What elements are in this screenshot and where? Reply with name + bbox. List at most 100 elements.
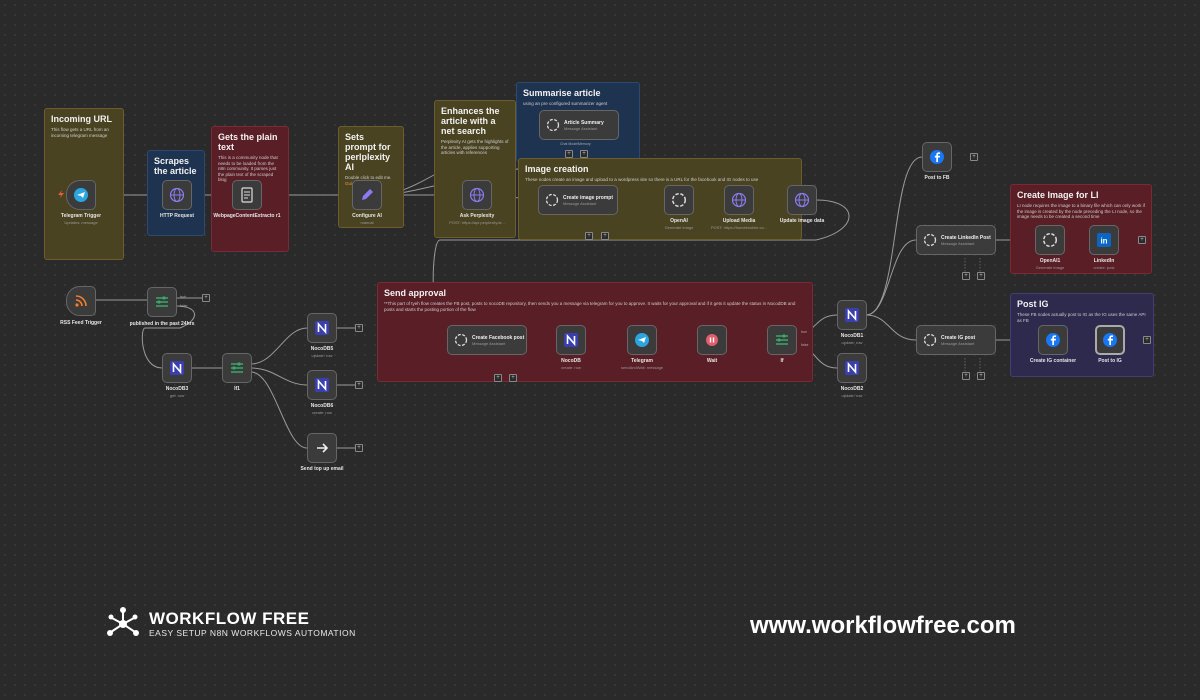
node-update-image-data[interactable] [787, 185, 817, 215]
node-post-to-ig[interactable] [1095, 325, 1125, 355]
node-label: Telegram Trigger [60, 213, 102, 219]
add-node-button[interactable]: + [355, 324, 363, 332]
add-node-button[interactable]: + [202, 294, 210, 302]
add-memory-button[interactable]: + [977, 272, 985, 280]
sticky-prompt[interactable]: Sets prompt for perlplexity AI Double cl… [338, 126, 404, 228]
sticky-body: This flow gets a URL from an incoming te… [51, 127, 109, 138]
node-label: Create IG post [941, 334, 976, 341]
node-label: NocoDB5 [310, 346, 334, 352]
node-nocodb2[interactable] [837, 353, 867, 383]
node-label: If1 [234, 386, 240, 392]
sticky-title: Summarise article [523, 88, 601, 98]
node-label: OpenAI1 [1039, 258, 1061, 264]
telegram-icon [74, 188, 88, 202]
node-upload-media[interactable] [724, 185, 754, 215]
guide-link[interactable]: Guide [345, 180, 358, 186]
add-memory-button[interactable]: + [580, 150, 588, 158]
node-label: NocoDB6 [310, 403, 334, 409]
node-subtitle: create: row [312, 410, 332, 415]
add-node-button[interactable]: + [1143, 336, 1151, 344]
sticky-body: LI node requires the image to a binary f… [1017, 203, 1145, 219]
nocodb-icon [564, 333, 578, 347]
node-wait[interactable] [697, 325, 727, 355]
node-http-request[interactable] [162, 180, 192, 210]
add-chat-model-button[interactable]: + [585, 232, 593, 240]
add-memory-button[interactable]: + [601, 232, 609, 240]
node-webpage-extractor[interactable] [232, 180, 262, 210]
node-subtitle: get: row [169, 393, 185, 398]
sticky-plain-text[interactable]: Gets the plain text This is a community … [211, 126, 289, 252]
node-linkedin[interactable]: in [1089, 225, 1119, 255]
arrow-right-icon [317, 443, 329, 453]
node-if1[interactable] [222, 353, 252, 383]
sticky-enhance[interactable]: Enhances the article with a net search P… [434, 100, 516, 238]
node-telegram-trigger[interactable] [66, 180, 96, 210]
add-chat-model-button[interactable]: + [962, 372, 970, 380]
website-url: www.workflowfree.com [750, 612, 1016, 639]
add-node-button[interactable]: + [355, 381, 363, 389]
add-chat-model-button[interactable]: + [565, 150, 573, 158]
add-memory-button[interactable]: + [509, 374, 517, 382]
node-post-to-fb[interactable] [922, 142, 952, 172]
node-send-email[interactable] [307, 433, 337, 463]
add-chat-model-button[interactable]: + [962, 272, 970, 280]
port-false-label: false [180, 304, 188, 308]
node-nocodb[interactable] [556, 325, 586, 355]
network-logo-icon [107, 607, 139, 636]
add-node-button[interactable]: + [1138, 236, 1146, 244]
node-openai[interactable] [664, 185, 694, 215]
globe-icon [794, 192, 810, 208]
node-label: RSS Feed Trigger [60, 320, 102, 326]
node-label: Upload Media [722, 218, 756, 224]
node-published-filter[interactable] [147, 287, 177, 317]
node-nocodb1[interactable] [837, 300, 867, 330]
sticky-title: Gets the plain text [218, 132, 278, 152]
add-node-button[interactable]: + [970, 153, 978, 161]
node-subtitle: POST: https://api.perplexity.ai... [449, 220, 505, 225]
sticky-post-ig[interactable]: Post IG These FB nodes actually post to … [1010, 293, 1154, 377]
node-nocodb3[interactable] [162, 353, 192, 383]
sticky-body: **This part of tyeh flow creates the FB … [384, 301, 796, 312]
node-nocodb6[interactable] [307, 370, 337, 400]
add-chat-model-button[interactable]: + [494, 374, 502, 382]
node-configure-ai[interactable] [352, 180, 382, 210]
node-label: NocoDB1 [840, 333, 864, 339]
node-ask-perplexity[interactable] [462, 180, 492, 210]
pencil-icon [362, 189, 373, 200]
node-nocodb5[interactable] [307, 313, 337, 343]
node-label: NocoDB3 [165, 386, 189, 392]
add-node-button[interactable]: + [355, 444, 363, 452]
wire [250, 371, 308, 449]
filter-icon [156, 296, 168, 307]
node-label: HTTP Request [159, 213, 195, 219]
node-subtitle: Generate image [1035, 265, 1065, 270]
sticky-body: Perplexity AI gets the highlights of the… [441, 139, 509, 155]
node-label: published in the past 24hrs [129, 321, 195, 327]
node-if[interactable] [767, 325, 797, 355]
if-icon [231, 362, 243, 373]
node-telegram[interactable] [627, 325, 657, 355]
rss-icon [75, 295, 87, 307]
node-label: Update image data [779, 218, 825, 224]
node-rss-trigger[interactable] [66, 286, 96, 316]
wire [250, 367, 308, 386]
node-subtitle: Updates: message [64, 220, 98, 225]
node-subtitle: Message Assistant [941, 240, 975, 246]
node-subtitle: Message Assistant [563, 200, 597, 206]
node-create-ig-container[interactable] [1038, 325, 1068, 355]
facebook-icon [1103, 333, 1117, 347]
add-memory-button[interactable]: + [977, 372, 985, 380]
telegram-icon [635, 333, 649, 347]
wire [865, 314, 917, 341]
sticky-image-li[interactable]: Create Image for LI LI node requires the… [1010, 184, 1152, 274]
node-subtitle: update: row [311, 353, 333, 358]
node-label: Create LinkedIn Post [941, 234, 991, 241]
openai-icon [1042, 232, 1058, 248]
node-openai1[interactable] [1035, 225, 1065, 255]
